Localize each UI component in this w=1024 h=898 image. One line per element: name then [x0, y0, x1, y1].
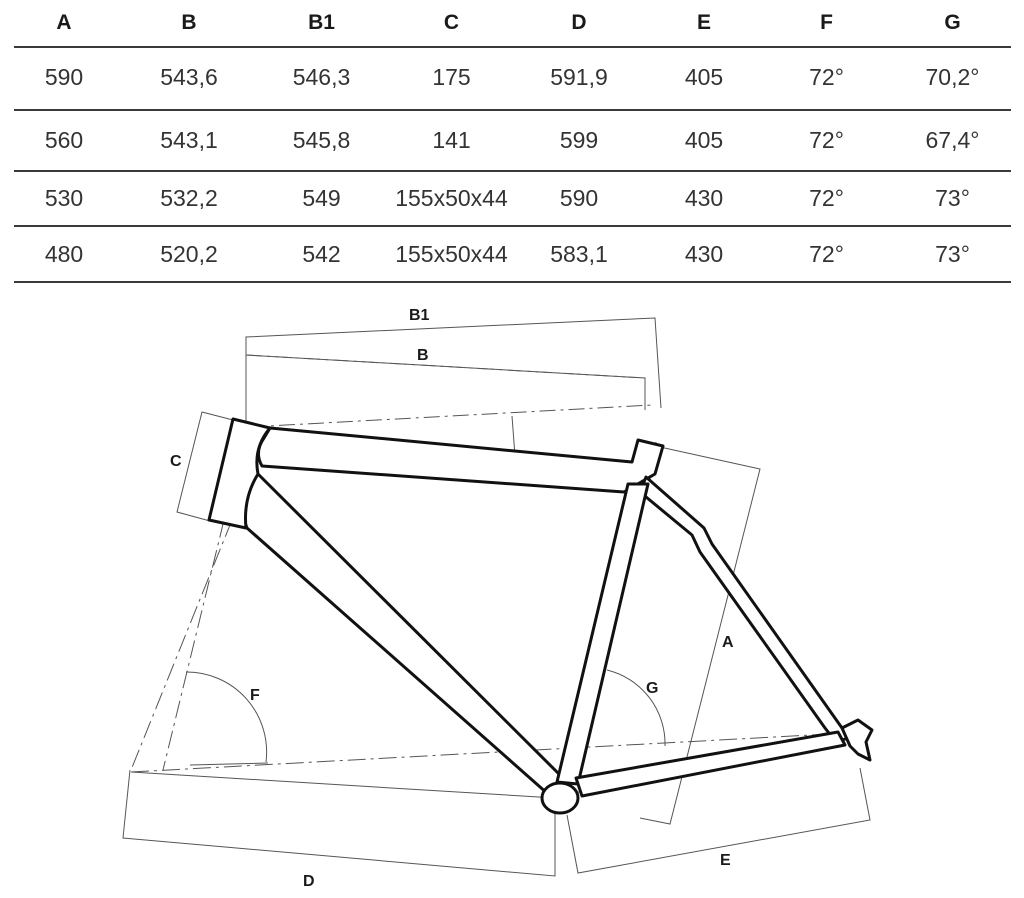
bike-frame-geometry-diagram: B1 B C A F G D E: [122, 307, 874, 890]
dimension-a-box: [639, 446, 761, 825]
table-header-row: A B B1 C D E F G: [14, 0, 1011, 48]
cell-b: 543,6: [160, 64, 218, 90]
label-c: C: [170, 453, 182, 470]
cell-d: 590: [559, 185, 599, 211]
cell-a: 480: [44, 240, 84, 267]
table-row: 480 520,2 542 155x50x44 583,1 430 72° 73…: [14, 227, 1011, 283]
dimension-e-box: [566, 767, 871, 874]
front-center-line: [130, 771, 556, 799]
dimension-lines: [122, 317, 871, 877]
cell-f: 72°: [809, 240, 844, 267]
cell-d: 583,1: [550, 240, 608, 267]
table-row: 590 543,6 546,3 175 591,9 405 72° 70,2°: [14, 46, 1011, 111]
angle-f-arc: [185, 671, 268, 763]
header-b1: B1: [308, 11, 335, 34]
cell-c: 155x50x44: [395, 185, 508, 211]
dimension-b1-guide: [249, 404, 653, 428]
cell-a: 530: [44, 185, 84, 211]
seat-stay: [638, 475, 850, 744]
steering-axis-line: [130, 519, 233, 771]
cell-c: 141: [432, 127, 471, 153]
cell-g: 73°: [935, 185, 970, 211]
header-a: A: [56, 11, 72, 34]
cell-b1: 546,3: [292, 64, 351, 90]
cell-f: 72°: [809, 185, 844, 211]
cell-b1: 542: [302, 240, 341, 267]
head-tube: [207, 417, 272, 530]
label-a: A: [722, 634, 734, 651]
angle-f-base: [189, 762, 269, 766]
header-b: B: [181, 11, 197, 34]
label-d: D: [303, 873, 315, 890]
label-g: G: [646, 680, 658, 697]
cell-a: 560: [44, 127, 84, 153]
cell-b1: 549: [302, 185, 341, 211]
cell-d: 599: [559, 127, 599, 153]
chainstay: [574, 730, 847, 798]
cell-g: 67,4°: [925, 127, 980, 153]
cell-e: 405: [684, 127, 724, 153]
down-tube: [241, 472, 567, 796]
cell-f: 72°: [809, 127, 844, 153]
dimension-b-box: [245, 354, 646, 410]
header-e: E: [696, 11, 711, 34]
cell-b: 543,1: [160, 127, 218, 153]
cell-g: 70,2°: [925, 64, 980, 90]
fork-offset-line: [162, 519, 225, 771]
dimension-b1-box: [245, 317, 662, 422]
cell-f: 72°: [809, 64, 844, 90]
cell-d: 591,9: [550, 64, 608, 90]
top-tube: [257, 426, 665, 494]
dimension-d-box: [122, 769, 556, 877]
cell-a: 590: [44, 64, 84, 90]
top-tube-tick: [511, 415, 516, 457]
cell-e: 430: [684, 185, 724, 211]
cell-b1: 545,8: [292, 127, 351, 153]
header-g: G: [944, 11, 961, 34]
label-b1: B1: [409, 307, 430, 324]
diagram-labels: B1 B C A F G D E: [170, 307, 734, 890]
cell-e: 405: [684, 64, 724, 90]
header-d: D: [571, 11, 587, 34]
label-f: F: [250, 687, 260, 704]
cell-b: 520,2: [160, 240, 218, 267]
dimension-c-box: [176, 411, 234, 522]
axle-line: [130, 732, 849, 773]
frame-tubes: [207, 417, 874, 815]
angle-g-arc: [606, 669, 666, 747]
seat-tube: [555, 482, 650, 786]
rear-dropout: [840, 718, 874, 762]
label-e: E: [720, 852, 731, 869]
dimension-b-line: [245, 354, 646, 379]
table-row: 560 543,1 545,8 141 599 405 72° 67,4°: [14, 111, 1011, 172]
label-b: B: [417, 347, 429, 364]
header-f: F: [820, 11, 833, 34]
cell-c: 175: [432, 64, 471, 90]
cell-g: 73°: [935, 240, 970, 267]
cell-c: 155x50x44: [395, 240, 508, 267]
geometry-table: A B B1 C D E F G 590 543,6 546,3 175 591…: [14, 0, 1011, 284]
cell-e: 430: [684, 240, 724, 267]
bottom-bracket: [540, 781, 580, 815]
table-row: 530 532,2 549 155x50x44 590 430 72° 73°: [14, 172, 1011, 227]
header-c: C: [443, 11, 460, 34]
cell-b: 532,2: [160, 185, 218, 211]
